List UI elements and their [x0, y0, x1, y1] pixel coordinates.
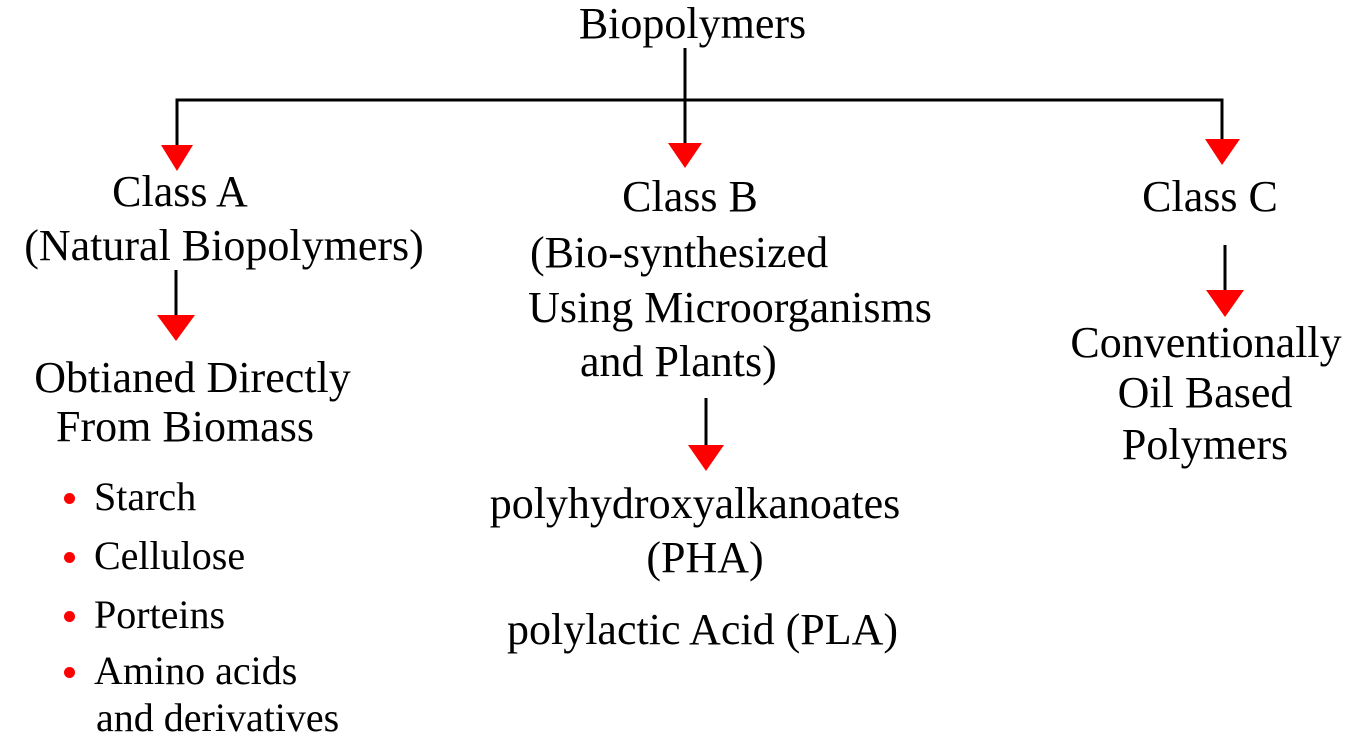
class-b-subtitle-line-1: (Bio-synthesized: [530, 228, 829, 277]
class-a-child-line-2: From Biomass: [56, 402, 314, 451]
bullet-label: Porteins: [94, 592, 226, 637]
class-a-title: Class A: [112, 167, 248, 216]
arrow-head-class-c: [1205, 139, 1240, 165]
class-a-subtitle: (Natural Biopolymers): [24, 221, 424, 270]
class-b-subtitle-line-2: Using Microorganisms: [528, 283, 932, 332]
class-c-child-line-3: Polymers: [1121, 420, 1289, 469]
class-c-child-line-1: Conventionally: [1070, 318, 1342, 367]
bullet-continuation: and derivatives: [96, 695, 340, 740]
arrow-head-class-c-child: [1206, 290, 1244, 317]
bullet-dot-icon: [64, 493, 75, 504]
class-b-child-line-1: polyhydroxyalkanoates: [489, 479, 901, 528]
arrow-head-class-b-child: [688, 445, 724, 471]
class-c-title: Class C: [1142, 172, 1278, 221]
arrow-head-class-a-child: [157, 315, 195, 341]
class-b-title: Class B: [622, 172, 758, 221]
class-c-child-line-2: Oil Based: [1117, 368, 1293, 417]
class-b-child-line-2: (PHA): [646, 533, 764, 582]
bullet-dot-icon: [64, 611, 75, 622]
class-b-extra-line: polylactic Acid (PLA): [506, 605, 898, 654]
bullet-label: Cellulose: [94, 533, 246, 578]
arrow-head-class-b: [668, 143, 702, 168]
class-b-subtitle-line-3: and Plants): [580, 337, 777, 386]
arrow-head-class-a: [161, 145, 193, 171]
bullet-label: Amino acids: [94, 648, 298, 693]
root-node-label: Biopolymers: [578, 0, 807, 48]
branch-bar: [175, 98, 1224, 146]
bullet-label: Starch: [94, 474, 197, 519]
class-a-child-line-1: Obtianed Directly: [34, 353, 351, 402]
bullet-dot-icon: [64, 667, 75, 678]
bullet-dot-icon: [64, 552, 75, 563]
